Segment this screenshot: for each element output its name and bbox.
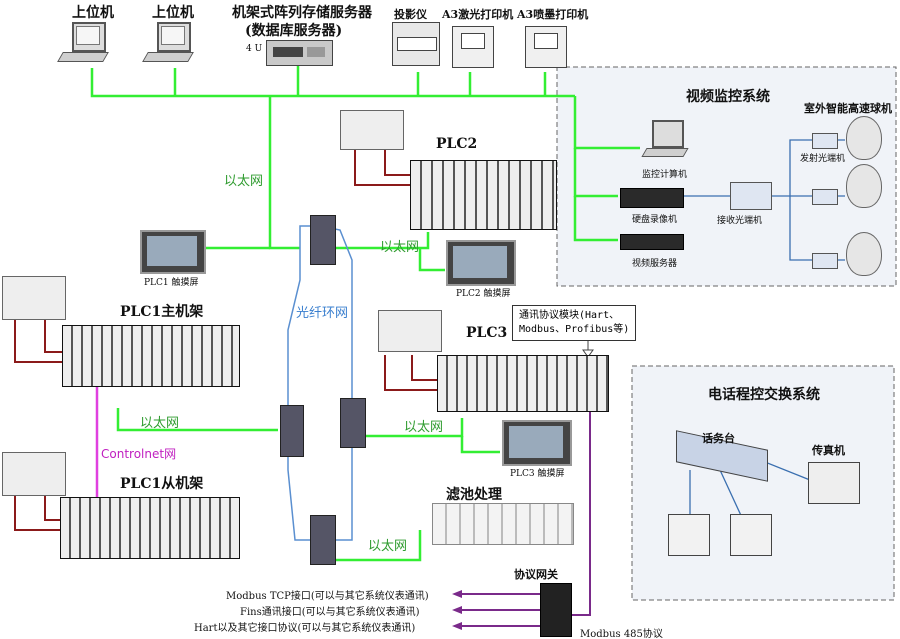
plc1-touch-label: PLC1 触摸屏 [144, 278, 199, 288]
modbus485-label: Modbus 485协议 [580, 629, 663, 639]
plc3-rack [437, 355, 609, 412]
ethernet-label-5: 以太网 [368, 539, 408, 554]
fiber-ring [287, 225, 353, 541]
dome-camera-2 [846, 164, 882, 208]
protocol-gateway [540, 583, 572, 637]
filter-label: 滤池处理 [446, 487, 502, 503]
plc2-touch-label: PLC2 触摸屏 [456, 289, 511, 299]
fax-label: 传真机 [812, 444, 845, 457]
tx-optical-label: 发射光端机 [800, 154, 846, 164]
console-label: 话务台 [702, 432, 735, 445]
plc3-touch-label: PLC3 触摸屏 [510, 469, 565, 479]
plc1-slave-label: PLC1从机架 [120, 476, 204, 492]
fiber-switch-3 [340, 398, 366, 448]
video-server-label: 视频服务器 [632, 259, 678, 269]
server-size-label: 4 U [246, 44, 263, 54]
laser-printer [452, 26, 494, 68]
inkjet-printer [525, 26, 567, 68]
telephone-1 [668, 514, 710, 556]
video-system-title: 视频监控系统 [686, 89, 770, 105]
host-computer-1 [57, 22, 110, 70]
arrow-heads [452, 590, 462, 630]
dvr-device [620, 188, 684, 208]
plc2-rack [410, 160, 557, 230]
comm-module-line2: Modbus、Profibus等) [519, 324, 630, 335]
plc3-power [378, 310, 442, 352]
dvr-label: 硬盘录像机 [632, 215, 678, 225]
plc2-power-units [340, 110, 404, 150]
plc1-slave-power [2, 452, 66, 496]
ink-printer-label: A3喷墨打印机 [517, 8, 589, 21]
plc1-slave-rack [60, 497, 240, 559]
plc1-main-power [2, 276, 66, 320]
comm-module-line1: 通讯协议模块(Hart、 [519, 310, 620, 321]
fax-machine [808, 462, 860, 504]
hart-label: Hart以及其它接口协议(可以与其它系统仪表通讯) [194, 623, 416, 634]
laser-printer-label: A3激光打印机 [442, 8, 514, 21]
comm-module-note: 通讯协议模块(Hart、 Modbus、Profibus等) [512, 305, 637, 341]
host1-label: 上位机 [72, 5, 114, 21]
video-system-box [556, 66, 897, 287]
fiber-switch-4 [310, 515, 336, 565]
server-label: 机架式阵列存储服务器 [232, 5, 372, 21]
rx-optical-device [730, 182, 772, 210]
rx-optical-label: 接收光端机 [717, 216, 763, 226]
fiber-switch-1 [310, 215, 336, 265]
plc1-main-rack [62, 325, 240, 387]
fiber-switch-2 [280, 405, 304, 457]
rack-server [266, 40, 333, 66]
host-computer-2 [142, 22, 195, 70]
tx-optical-1 [812, 133, 838, 149]
controlnet-label: Controlnet网 [101, 447, 177, 461]
dome-camera-3 [846, 232, 882, 276]
ethernet-label-3: 以太网 [140, 416, 180, 431]
ethernet-label-1: 以太网 [224, 174, 264, 189]
plc3-touch-screen [502, 420, 572, 466]
monitor-pc [641, 120, 689, 160]
plc2-label: PLC2 [436, 136, 478, 152]
server-sub-label: (数据库服务器) [245, 23, 343, 39]
ethernet-lines [90, 66, 640, 562]
plc1-main-label: PLC1主机架 [120, 304, 204, 320]
rack-links [14, 140, 437, 531]
dome-camera-label: 室外智能高速球机 [804, 102, 892, 115]
tx-optical-2 [812, 189, 838, 205]
video-server-device [620, 234, 684, 250]
monitor-pc-label: 监控计算机 [642, 170, 688, 180]
ethernet-label-4: 以太网 [404, 420, 444, 435]
host2-label: 上位机 [152, 5, 194, 21]
ethernet-label-2: 以太网 [380, 240, 420, 255]
fiber-ring-label: 光纤环网 [296, 306, 349, 321]
fins-label: Fins通讯接口(可以与其它系统仪表通讯) [240, 607, 420, 618]
tx-optical-3 [812, 253, 838, 269]
gateway-label: 协议网关 [514, 568, 558, 581]
serial-lines [462, 410, 591, 627]
filter-plc [432, 503, 574, 545]
phone-system-title: 电话程控交换系统 [708, 387, 820, 403]
projector [392, 22, 440, 66]
modbus-tcp-label: Modbus TCP接口(可以与其它系统仪表通讯) [226, 591, 429, 602]
plc3-label: PLC3 [466, 325, 508, 341]
plc1-touch-screen [140, 230, 206, 274]
telephone-2 [730, 514, 772, 556]
dome-camera-1 [846, 116, 882, 160]
projector-label: 投影仪 [394, 8, 427, 21]
plc2-touch-screen [446, 240, 516, 286]
